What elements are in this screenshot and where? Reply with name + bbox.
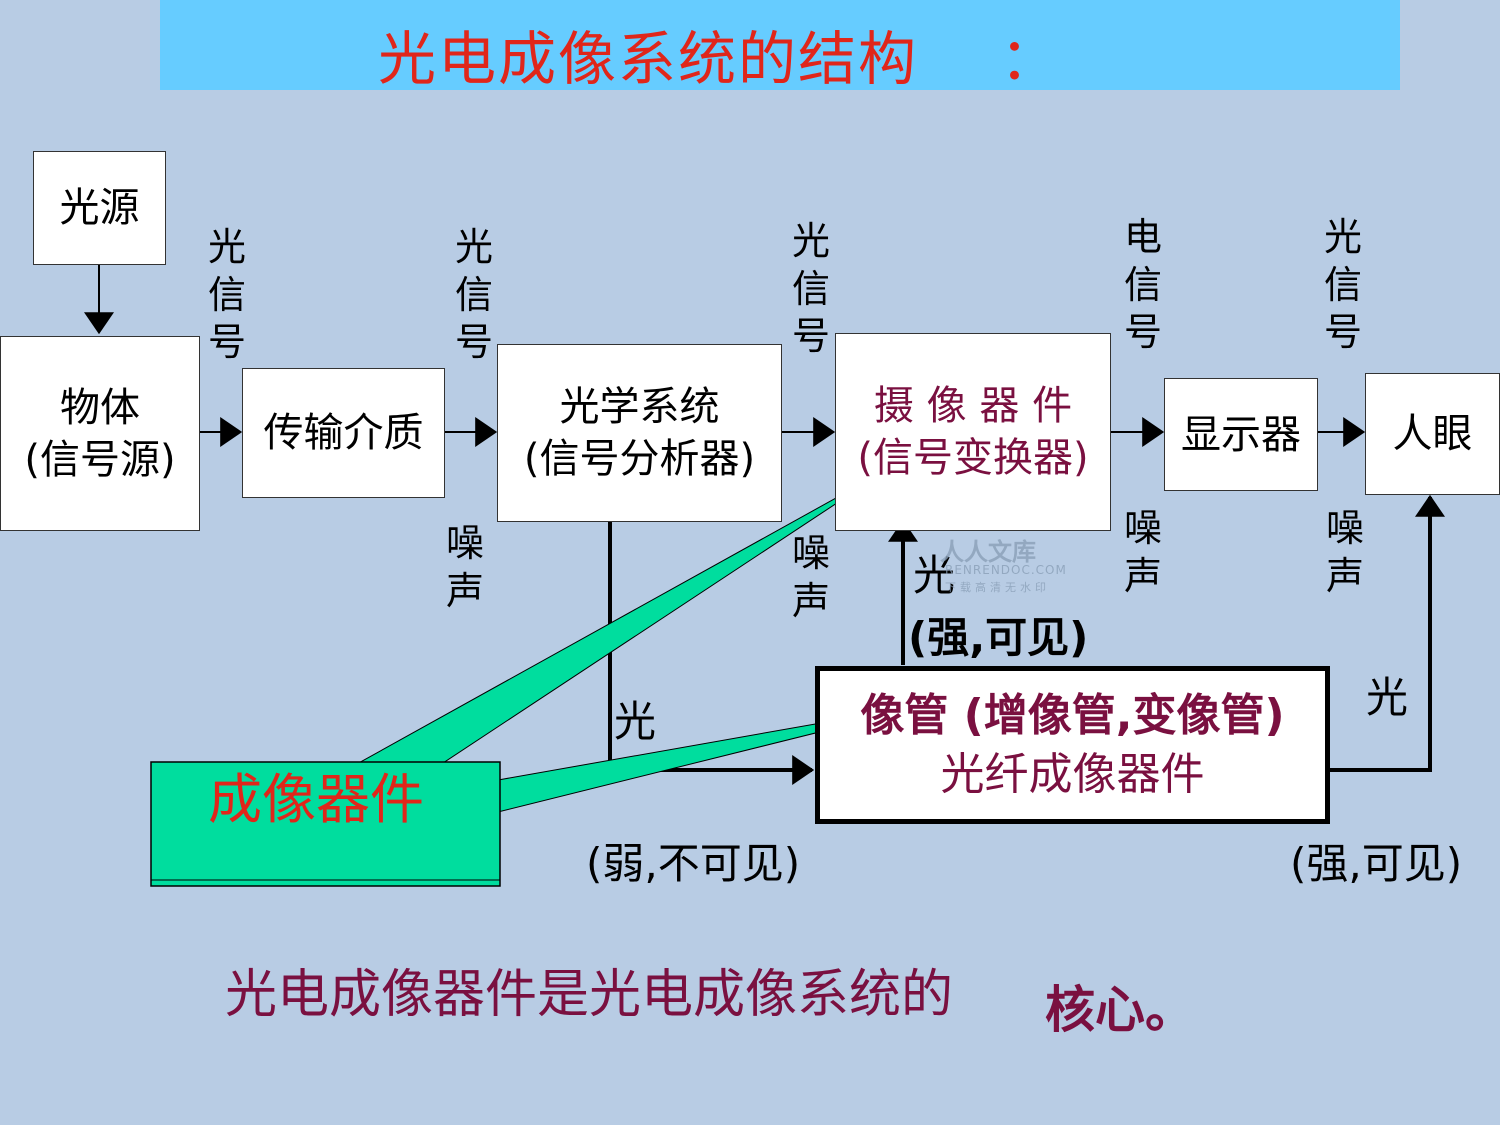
watermark-url: RENRENDOC.COM (945, 563, 1067, 577)
tube-label: 像管 (增像管,变像管) (860, 689, 1285, 741)
object-label: 物体 (60, 384, 140, 431)
noise-label-3: 噪声 (1123, 506, 1162, 598)
light-signal-label-1: 光信号 (207, 225, 246, 364)
title-bar (160, 0, 1400, 90)
light-label-camera-path: 光 (913, 551, 956, 600)
noise-label-4: 噪声 (1325, 506, 1364, 598)
medium-label: 传输介质 (263, 410, 424, 456)
noise-label-1: 噪声 (445, 521, 484, 613)
display-box: 显示器 (1164, 378, 1318, 491)
footer-emphasis: 核心。 (1045, 981, 1195, 1039)
display-label: 显示器 (1181, 411, 1301, 458)
light-label-optical-path: 光 (614, 697, 657, 746)
camera-device-box: 摄 像 器 件 (信号变换器) (835, 333, 1111, 531)
callout-box (150, 761, 501, 887)
light-label-eye-path: 光 (1366, 673, 1409, 722)
footer-text: 光电成像器件是光电成像系统的 (225, 965, 954, 1025)
light-source-label: 光源 (59, 185, 140, 231)
title-colon: ： (1000, 25, 1059, 93)
optical-system-box: 光学系统 (信号分析器) (497, 344, 782, 522)
camera-label: 摄 像 器 件 (873, 383, 1073, 429)
eye-label: 人眼 (1392, 411, 1473, 457)
watermark-note: 下载高清无水印 (945, 581, 1050, 594)
tube-sublabel: 光纤成像器件 (940, 749, 1205, 800)
arrow-tube-eye (1330, 494, 1445, 772)
watermark-logo: 人人文库 (940, 538, 1036, 566)
light-signal-label-3: 光信号 (791, 219, 830, 358)
strong-visible-label-eye: (强,可见) (1290, 839, 1463, 888)
object-box: 物体 (信号源) (0, 336, 200, 531)
image-tube-box: 像管 (增像管,变像管) 光纤成像器件 (815, 666, 1330, 824)
electric-signal-label: 电信号 (1123, 215, 1162, 354)
strong-visible-label-camera: (强,可见) (908, 613, 1089, 662)
imaging-device-label: 成像器件 (208, 768, 424, 831)
noise-label-2: 噪声 (791, 531, 830, 623)
light-signal-label-2: 光信号 (454, 225, 493, 364)
eye-box: 人眼 (1365, 373, 1500, 495)
weak-invisible-label: (弱,不可见) (586, 839, 801, 888)
camera-sublabel: (信号变换器) (857, 435, 1089, 481)
object-sublabel: (信号源) (24, 436, 176, 483)
optical-label: 光学系统 (559, 384, 720, 430)
medium-box: 传输介质 (242, 368, 445, 498)
light-signal-label-4: 光信号 (1323, 215, 1362, 354)
page-title: 光电成像系统的结构 (378, 25, 919, 93)
light-source-box: 光源 (33, 151, 166, 265)
optical-sublabel: (信号分析器) (523, 436, 756, 482)
